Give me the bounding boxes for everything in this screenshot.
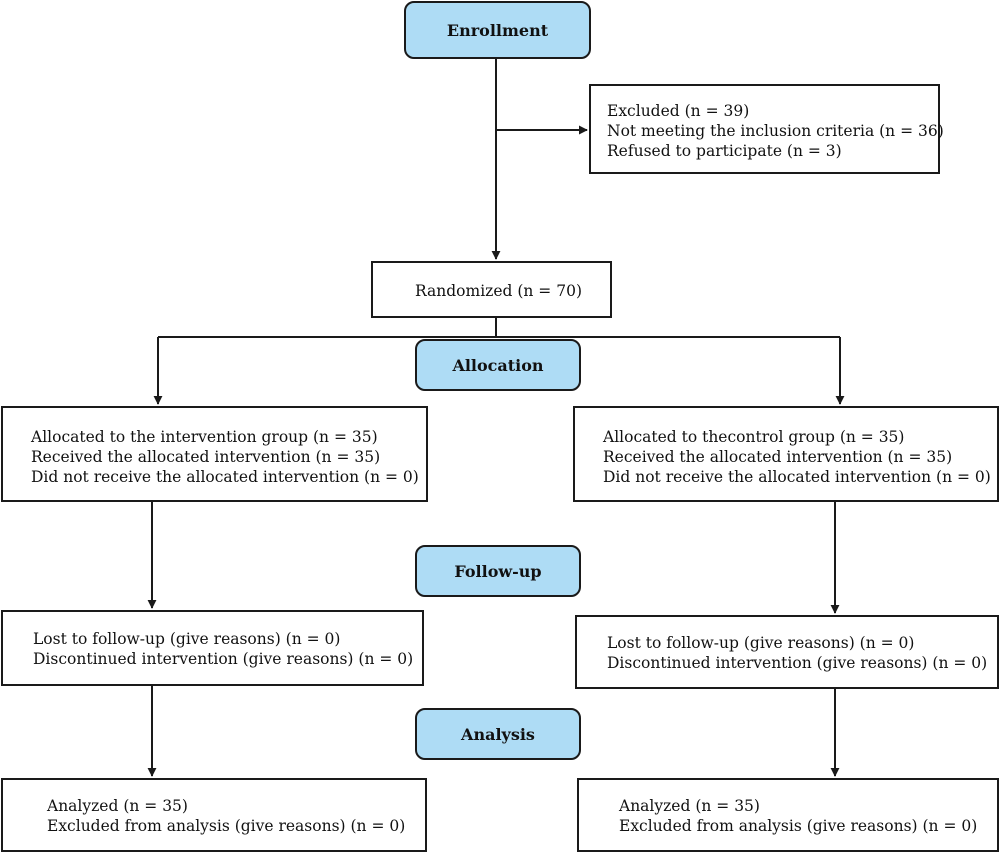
- intervention-allocation-box: Allocated to the intervention group (n =…: [1, 406, 428, 502]
- excluded-refused: Refused to participate (n = 3): [607, 142, 842, 160]
- stage-followup: Follow-up: [415, 545, 581, 597]
- excluded-box: Excluded (n = 39) Not meeting the inclus…: [589, 84, 944, 174]
- intervention-discontinued: Discontinued intervention (give reasons)…: [33, 650, 414, 668]
- intervention-excluded-from-analysis: Excluded from analysis (give reasons) (n…: [47, 817, 406, 835]
- control-excluded-from-analysis: Excluded from analysis (give reasons) (n…: [619, 817, 978, 835]
- excluded-not-meeting-criteria: Not meeting the inclusion criteria (n = …: [607, 122, 944, 140]
- stage-analysis: Analysis: [415, 708, 581, 760]
- intervention-analysis-box: Analyzed (n = 35) Excluded from analysis…: [1, 778, 427, 852]
- stage-allocation: Allocation: [415, 339, 581, 391]
- intervention-analyzed: Analyzed (n = 35): [47, 797, 188, 815]
- intervention-received: Received the allocated intervention (n =…: [31, 448, 381, 466]
- control-followup-box: Lost to follow-up (give reasons) (n = 0)…: [575, 615, 999, 689]
- control-allocated: Allocated to thecontrol group (n = 35): [603, 428, 905, 446]
- control-lost-to-followup: Lost to follow-up (give reasons) (n = 0): [607, 634, 915, 652]
- intervention-followup-box: Lost to follow-up (give reasons) (n = 0)…: [1, 610, 424, 686]
- intervention-allocated: Allocated to the intervention group (n =…: [31, 428, 378, 446]
- intervention-lost-to-followup: Lost to follow-up (give reasons) (n = 0): [33, 630, 341, 648]
- stage-enrollment: Enrollment: [404, 1, 591, 59]
- randomized-box: Randomized (n = 70): [371, 261, 612, 318]
- control-analyzed: Analyzed (n = 35): [619, 797, 760, 815]
- control-allocation-box: Allocated to thecontrol group (n = 35) R…: [573, 406, 999, 502]
- intervention-not-received: Did not receive the allocated interventi…: [31, 468, 419, 486]
- control-not-received: Did not receive the allocated interventi…: [603, 468, 991, 486]
- randomized-label: Randomized (n = 70): [415, 282, 582, 300]
- control-received: Received the allocated intervention (n =…: [603, 448, 953, 466]
- control-analysis-box: Analyzed (n = 35) Excluded from analysis…: [577, 778, 999, 852]
- excluded-total: Excluded (n = 39): [607, 102, 750, 120]
- control-discontinued: Discontinued intervention (give reasons)…: [607, 654, 988, 672]
